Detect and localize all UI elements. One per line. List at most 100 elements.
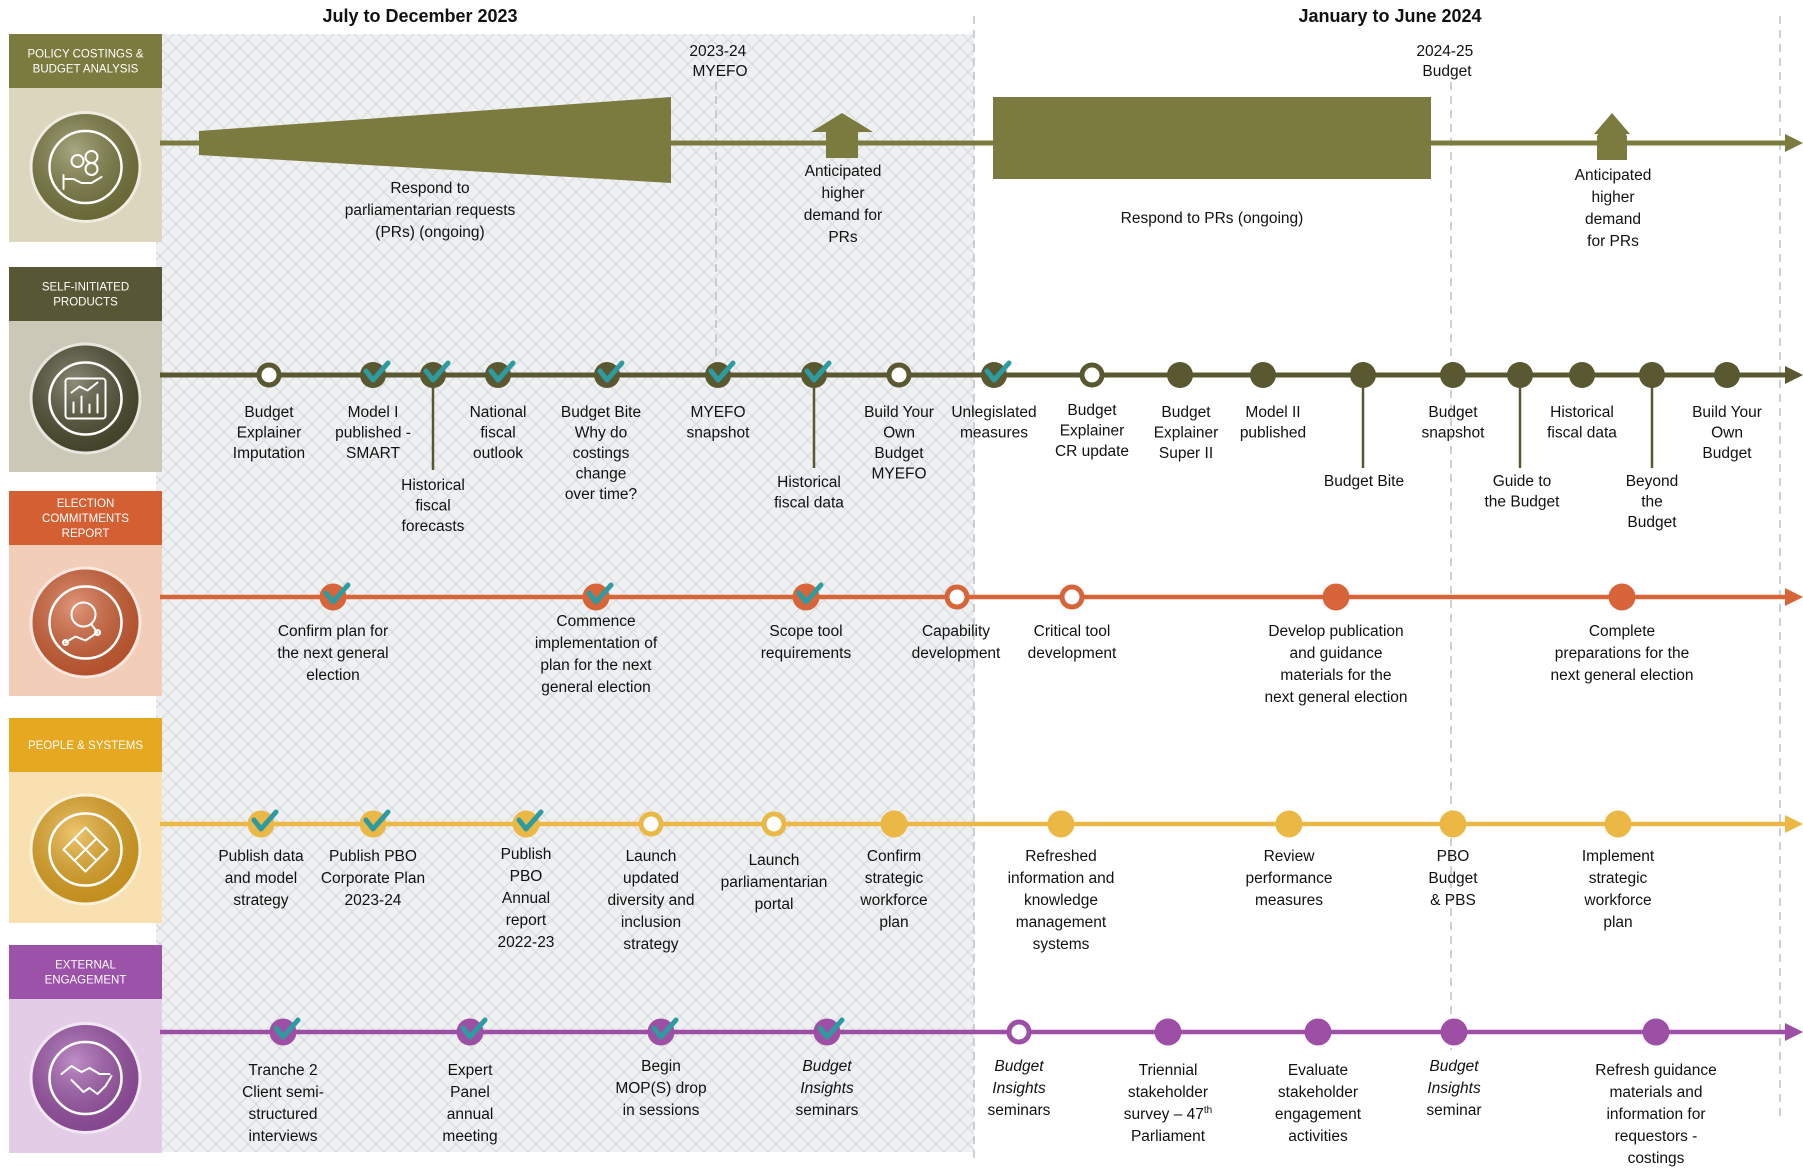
coins-hand-icon [62,150,103,190]
milestone-label-line: inclusion [621,914,681,931]
milestone-label-line: Budget [1702,445,1752,462]
done-check-icon [804,360,832,383]
milestone-label-line: Budget Bite [1324,473,1404,490]
category-panel-header [9,34,162,88]
milestone-label-line: Launch [626,848,677,865]
milestone-label-line: Budget [1067,402,1117,419]
done-check-icon [651,1017,679,1040]
milestone-marker [1639,362,1665,388]
milestone-label-line: 2023-24 [345,892,402,909]
milestone-label-line: Insights [992,1080,1046,1097]
milestone-marker [1275,810,1303,838]
milestone-label-line: strategic [1589,870,1648,887]
milestone-label-line: survey – 47 [1124,1106,1204,1123]
category-icon-ring [48,812,123,887]
milestone-label-line: Budget [994,1058,1044,1075]
milestone-marker [269,1018,297,1046]
respond-prs-bar-label-line: Respond to PRs (ongoing) [1121,210,1304,227]
milestone-marker [1154,1018,1182,1046]
milestone-label-line: strategy [623,936,678,953]
shaded-period [156,34,974,1152]
milestone-label-line: fiscal [480,425,515,442]
myefo-marker-year: 2023-24 [689,43,746,60]
done-check-icon [984,360,1012,383]
milestone-marker [582,583,610,611]
category-icon-shine [32,569,139,676]
milestone-marker [1714,362,1740,388]
milestone-label-line: next general election [1550,667,1693,684]
milestone-marker [1608,583,1636,611]
period-left-header: July to December 2023 [322,6,517,26]
category-title-line: PRODUCTS [53,297,118,309]
milestone-label-line: Evaluate [1288,1062,1348,1079]
milestone-label-line: and guidance [1289,645,1382,662]
milestone-label-line: snapshot [687,425,751,442]
milestone-label-line: MOP(S) drop [615,1080,706,1097]
milestone-label-line: the Budget [1485,494,1561,511]
category-panel-header [9,718,162,772]
milestone-label-line: Corporate Plan [321,870,425,887]
demand-arrow-myefo [811,113,873,158]
category-title-line: ELECTION [57,498,115,510]
milestone-marker [1322,583,1350,611]
category-title-line: BUDGET ANALYSIS [33,64,139,76]
milestone-label-line: measures [1255,892,1323,909]
milestone-label-line: PBO [510,868,543,885]
respond-prs-wedge [199,97,671,183]
milestone-marker [485,362,511,388]
budget-marker-year: 2024-25 [1416,43,1473,60]
milestone-label-line: Launch [749,852,800,869]
milestone-label-line: parliamentarian [721,874,828,891]
milestone-open-marker [1059,584,1085,610]
milestone-marker [359,810,387,838]
milestone-label-line: Budget [874,445,924,462]
milestone-marker [456,1018,484,1046]
milestone-label-line: systems [1033,936,1090,953]
milestone-label-line: Historical [401,477,465,494]
milestone-label-line: seminar [1426,1102,1481,1119]
milestone-label-line: Critical tool [1034,623,1111,640]
milestone-marker [801,362,827,388]
milestone-label-line: general election [541,679,650,696]
milestone-label-line: Explainer [1060,423,1125,440]
demand-arrow-budget-label-line: demand [1585,211,1641,228]
respond-prs-wedge-label-line: Respond to [390,180,469,197]
category-panels: POLICY COSTINGS &BUDGET ANALYSISSELF-INI… [9,34,162,1153]
milestone-label-line: next general election [1264,689,1407,706]
category-icon-ring [48,129,123,205]
milestone-label-line: Review [1264,848,1316,865]
done-check-icon [323,582,351,605]
milestone-label-line: election [306,667,359,684]
milestone-label-line: Publish [501,846,552,863]
milestone-label-line: workforce [1583,892,1651,909]
